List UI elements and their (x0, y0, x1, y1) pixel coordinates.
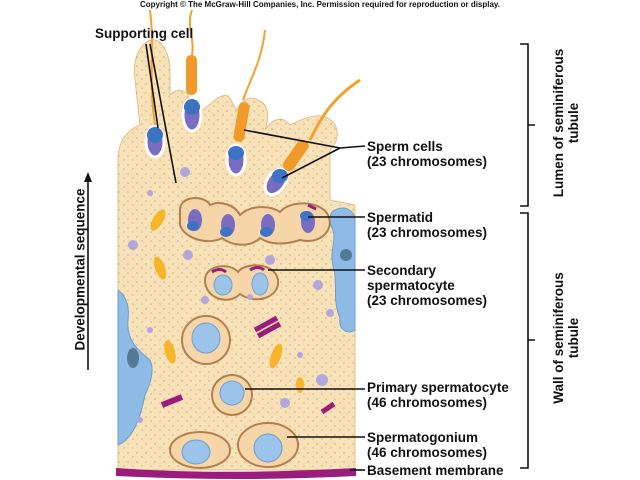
label-line: Sperm cells (367, 139, 443, 154)
organelles (128, 167, 336, 423)
nucleolus (127, 348, 139, 368)
label-line: Spermatogonium (367, 430, 479, 445)
secondary-spermatocyte (203, 264, 280, 301)
label-line: (23 chromosomes) (367, 293, 488, 308)
copyright-notice: Copyright © The McGraw-Hill Companies, I… (139, 0, 501, 9)
label-sperm-cells: Sperm cells (23 chromosomes) (367, 139, 487, 169)
spermatogonium (169, 422, 299, 469)
basement-membrane (116, 468, 356, 479)
label-line: (23 chromosomes) (367, 154, 488, 169)
label-supporting-cell: Supporting cell (95, 26, 194, 41)
label-basement-membrane: Basement membrane (367, 463, 504, 478)
label-line: spermatocyte (367, 278, 455, 293)
label-line: Lumen of seminiferous (551, 48, 566, 198)
label-primary-spermatocyte: Primary spermatocyte (46 chromosomes) (367, 380, 509, 410)
label-line: Primary spermatocyte (367, 380, 509, 395)
arrow-head-icon (84, 172, 92, 182)
label-line: tubule (566, 102, 581, 144)
label-line: (46 chromosomes) (367, 445, 488, 460)
supporting-cell-nucleus-left (117, 289, 153, 446)
spermatids (179, 197, 331, 246)
label-spermatid: Spermatid (23 chromosomes) (367, 210, 487, 240)
primary-spermatocyte (181, 315, 253, 416)
label-line: Wall of seminiferous (551, 272, 566, 404)
label-line: Spermatid (367, 210, 434, 225)
label-line: Secondary (367, 263, 437, 278)
label-line: (46 chromosomes) (367, 395, 488, 410)
nucleolus (340, 249, 352, 261)
label-lumen: Lumen of seminiferous tubule (551, 43, 581, 203)
label-line: tubule (566, 317, 581, 359)
leader-lines (87, 43, 535, 471)
label-line: (23 chromosomes) (367, 225, 488, 240)
label-spermatogonium: Spermatogonium (46 chromosomes) (367, 430, 487, 460)
label-wall: Wall of seminiferous tubule (551, 258, 581, 418)
label-secondary-spermatocyte: Secondary spermatocyte (23 chromosomes) (367, 263, 487, 308)
sperm-cells (144, 9, 361, 197)
label-developmental-sequence: Developmental sequence (72, 188, 88, 351)
